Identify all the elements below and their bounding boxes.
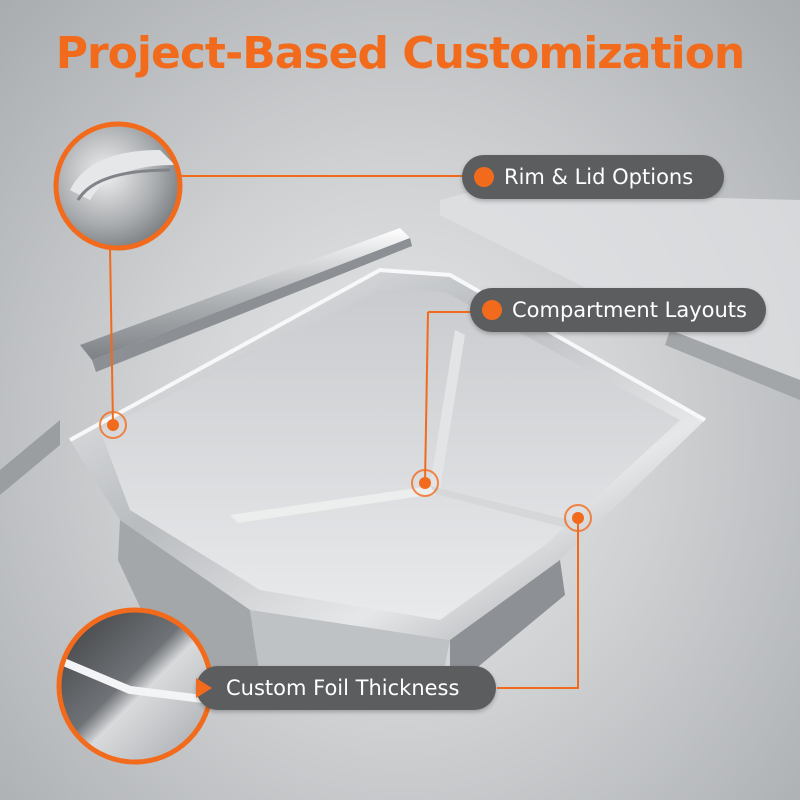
- page-title: Project-Based Customization: [55, 28, 746, 79]
- orange-arrow-icon: [196, 678, 212, 698]
- callout-label: Custom Foil Thickness: [226, 676, 460, 700]
- callout-label: Rim & Lid Options: [504, 165, 694, 189]
- callout-compartment-layouts: Compartment Layouts: [470, 288, 766, 332]
- orange-dot-icon: [482, 300, 502, 320]
- callout-custom-foil-thickness: Custom Foil Thickness: [196, 666, 496, 710]
- orange-dot-icon: [474, 167, 494, 187]
- marker-compartment: [411, 469, 439, 497]
- marker-foil: [564, 504, 592, 532]
- marker-rim: [99, 411, 127, 439]
- callout-rim-lid-options: Rim & Lid Options: [462, 155, 724, 199]
- callout-label: Compartment Layouts: [512, 298, 747, 322]
